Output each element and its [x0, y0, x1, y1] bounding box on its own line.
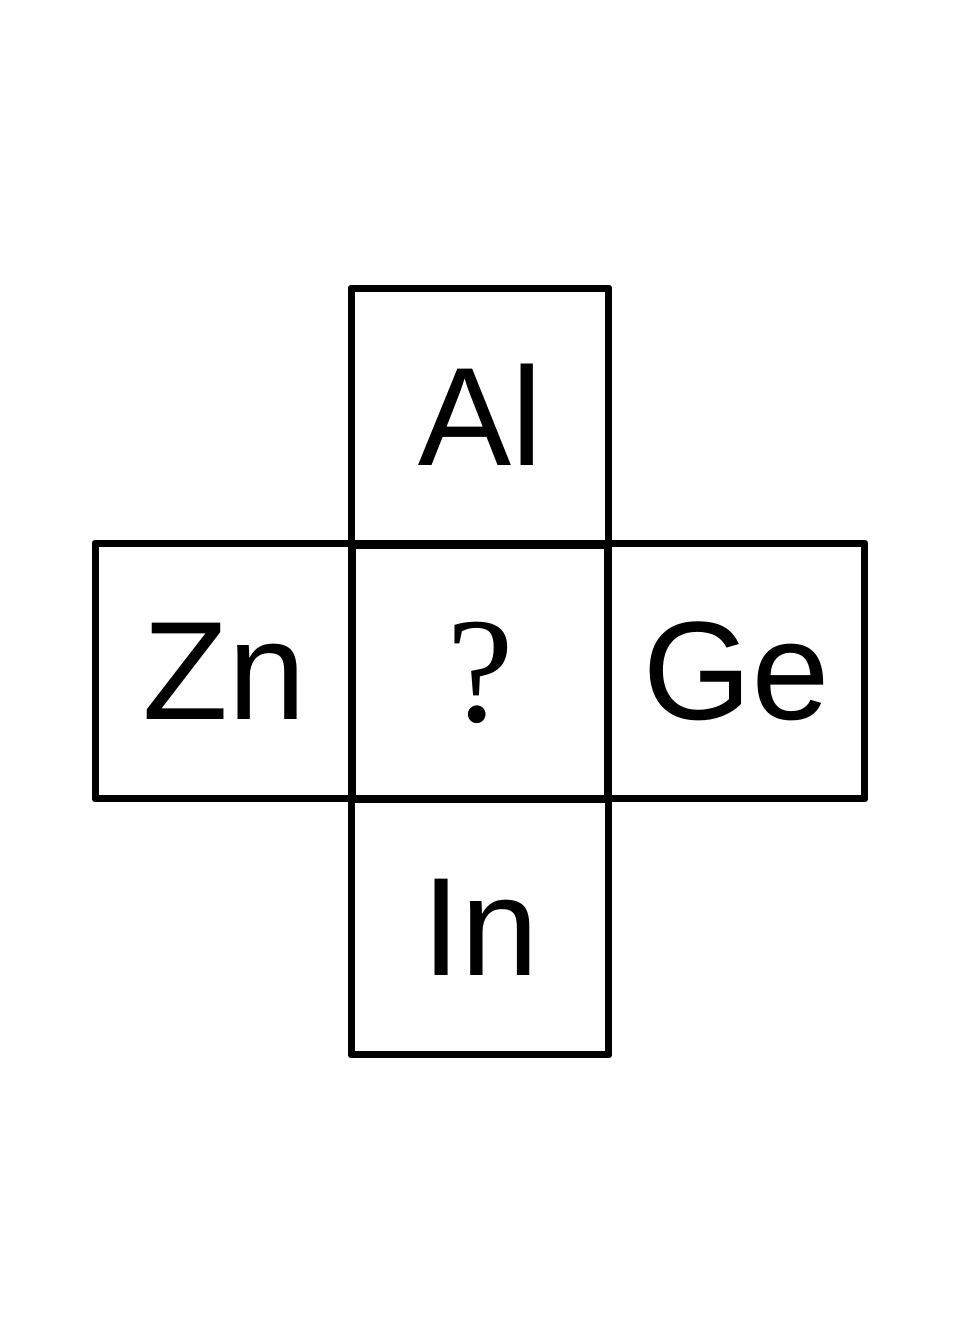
cell-right: Ge — [604, 540, 868, 802]
cell-top: Al — [348, 285, 612, 549]
element-symbol-top: Al — [417, 338, 543, 495]
cell-center: ? — [348, 540, 612, 802]
element-symbol-left: Zn — [142, 592, 306, 749]
element-symbol-right: Ge — [642, 592, 830, 749]
cell-left: Zn — [92, 540, 356, 802]
cell-bottom: In — [348, 796, 612, 1058]
unknown-element-mark: ? — [446, 588, 514, 754]
element-symbol-bottom: In — [421, 848, 539, 1005]
